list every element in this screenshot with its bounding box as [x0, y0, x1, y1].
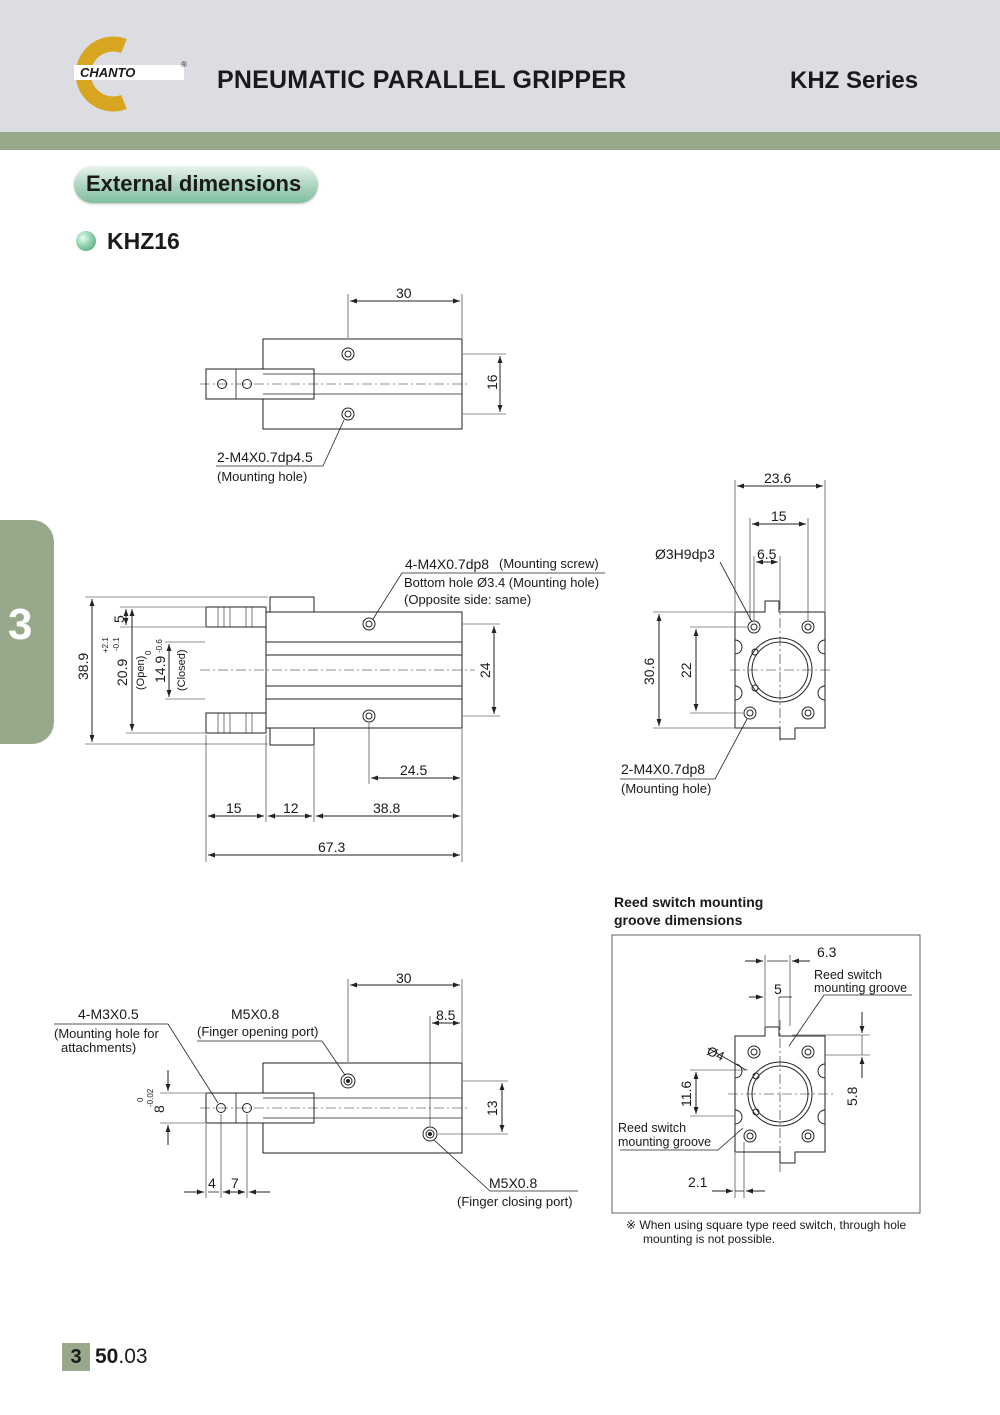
logo-registered-mark: ®: [181, 60, 187, 69]
bullet-icon: [76, 231, 96, 251]
callout-top-mounting-note: (Mounting hole): [217, 469, 307, 484]
tol-front-20-9-upper: +2.1: [101, 637, 110, 653]
tol-front-14-9-upper: 0: [144, 650, 153, 655]
tol-bottom-8-lower: -0.02: [146, 1088, 155, 1107]
dim-front-14-9: 14.9: [152, 656, 168, 683]
dim-front-12: 12: [283, 800, 299, 816]
dim-top-16: 16: [484, 374, 500, 390]
bottom-view: [54, 979, 578, 1198]
dim-top-30: 30: [396, 285, 412, 301]
reed-switch-view: [611, 934, 921, 1214]
dim-end-6-5: 6.5: [757, 546, 777, 562]
dim-front-15: 15: [226, 800, 242, 816]
header-stripe: [0, 132, 1000, 150]
dim-front-24-5: 24.5: [400, 762, 427, 778]
label-front-open: (Open): [135, 656, 147, 690]
footer-page-number: 50.03: [95, 1345, 148, 1369]
callout-bottom-opening-port: M5X0.8: [231, 1006, 279, 1022]
dim-front-5: 5: [111, 615, 127, 623]
series-name: KHZ Series: [790, 67, 919, 94]
note-mark: ※: [626, 1218, 637, 1232]
dim-front-24: 24: [477, 662, 493, 678]
reed-title-line2: groove dimensions: [614, 912, 743, 928]
callout-bottom-opening-port-note: (Finger opening port): [197, 1024, 318, 1039]
tol-front-20-9-lower: -0.1: [112, 637, 121, 651]
callout-top-mounting-hole: 2-M4X0.7dp4.5: [217, 449, 313, 465]
page-number-rest: .03: [118, 1345, 148, 1368]
footer-chapter-box: 3: [62, 1343, 90, 1371]
dim-bottom-4: 4: [208, 1175, 216, 1191]
front-view: [85, 572, 605, 862]
callout-bottom-m3: 4-M3X0.5: [78, 1006, 139, 1022]
callout-bottom-m3-note2: attachments): [61, 1040, 136, 1055]
logo-text: CHANTO: [80, 65, 135, 80]
callout-bottom-m3-note1: (Mounting hole for: [54, 1026, 159, 1041]
section-pill: [74, 166, 318, 203]
dim-front-38-9: 38.9: [75, 653, 91, 680]
dim-end-22: 22: [678, 662, 694, 678]
chapter-tab: [0, 520, 54, 744]
callout-front-bottom-hole: Bottom hole Ø3.4 (Mounting hole): [404, 575, 599, 590]
chapter-number: 3: [8, 600, 33, 649]
top-view: [200, 294, 506, 467]
label-reed-groove-bottom-2: mounting groove: [618, 1135, 711, 1149]
dim-reed-11-6: 11.6: [678, 1081, 694, 1107]
dim-end-23-6: 23.6: [764, 470, 791, 486]
callout-bottom-closing-port-note: (Finger closing port): [457, 1194, 573, 1209]
dim-reed-5-8: 5.8: [844, 1086, 860, 1106]
callout-front-mounting-screw: 4-M4X0.7dp8: [405, 556, 489, 572]
dim-front-38-8: 38.8: [373, 800, 400, 816]
note-line1: When using square type reed switch, thro…: [639, 1218, 907, 1232]
dim-bottom-8: 8: [151, 1105, 167, 1113]
dim-bottom-7: 7: [231, 1175, 239, 1191]
dim-reed-phi4: Ø4: [705, 1043, 727, 1064]
label-reed-groove-top-1: Reed switch: [814, 968, 882, 982]
page-number-bold: 50: [95, 1345, 119, 1368]
callout-end-pin-hole: Ø3H9dp3: [655, 546, 715, 562]
chanto-logo: CHANTO ®: [74, 36, 187, 112]
label-front-closed: (Closed): [176, 649, 188, 691]
tol-bottom-8-upper: 0: [136, 1097, 145, 1102]
callout-front-mounting-screw-note: (Mounting screw): [499, 556, 599, 571]
dim-end-30-6: 30.6: [641, 658, 657, 685]
callout-front-opposite-side: (Opposite side: same): [404, 592, 531, 607]
callout-end-mounting-hole: 2-M4X0.7dp8: [621, 761, 705, 777]
dim-bottom-13: 13: [484, 1100, 500, 1116]
note-line2: mounting is not possible.: [643, 1232, 776, 1246]
end-view: [620, 480, 832, 780]
dim-front-67-3: 67.3: [318, 839, 345, 855]
dim-bottom-8-5: 8.5: [436, 1007, 456, 1023]
section-title: External dimensions: [86, 171, 302, 196]
reed-section-title: Reed switch mounting groove dimensions: [614, 893, 814, 929]
dim-bottom-30: 30: [396, 970, 412, 986]
dim-reed-6-3: 6.3: [817, 944, 837, 960]
callout-end-mounting-note: (Mounting hole): [621, 781, 711, 796]
tol-front-14-9-lower: -0.6: [155, 639, 164, 653]
label-reed-groove-top-2: mounting groove: [814, 981, 907, 995]
callout-bottom-closing-port: M5X0.8: [489, 1175, 537, 1191]
reed-note: ※ When using square type reed switch, th…: [626, 1218, 926, 1246]
dim-reed-5: 5: [774, 981, 782, 997]
dim-front-20-9: 20.9: [114, 659, 130, 686]
dim-end-15: 15: [771, 508, 787, 524]
page-title: PNEUMATIC PARALLEL GRIPPER: [217, 66, 627, 94]
label-reed-groove-bottom-1: Reed switch: [618, 1121, 686, 1135]
model-name: KHZ16: [107, 228, 180, 254]
reed-title-line1: Reed switch mounting: [614, 894, 764, 910]
dim-reed-2-1: 2.1: [688, 1174, 708, 1190]
